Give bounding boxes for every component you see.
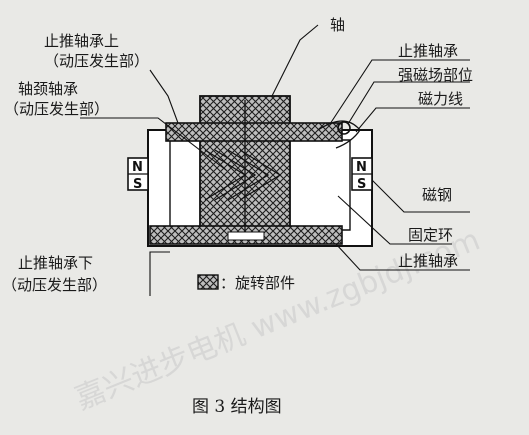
leader-flux-line bbox=[355, 107, 470, 133]
label-strong-field: 强磁场部位 bbox=[398, 66, 473, 84]
leader-thrust-upper bbox=[149, 69, 179, 124]
strong-field-mark bbox=[337, 121, 351, 135]
left-magnet-n: N bbox=[132, 160, 143, 175]
figure-caption: 图 3 结构图 bbox=[192, 397, 282, 417]
label-shaft: 轴 bbox=[330, 16, 345, 34]
label-thrust-right-top: 止推轴承 bbox=[398, 42, 458, 60]
leader-thrust-right-bottom bbox=[335, 243, 470, 271]
label-thrust-lower-1: 止推轴承下 bbox=[18, 254, 93, 272]
left-magnet-s: S bbox=[133, 177, 142, 192]
label-journal-1: 轴颈轴承 bbox=[18, 80, 78, 98]
leader-thrust-right-top bbox=[329, 59, 470, 125]
label-thrust-upper-1: 止推轴承上 bbox=[44, 32, 119, 50]
label-thrust-upper-2: （动压发生部） bbox=[44, 52, 149, 70]
label-magnet-steel: 磁钢 bbox=[422, 186, 452, 204]
legend-swatch bbox=[197, 274, 219, 290]
leader-fixed-ring bbox=[337, 195, 452, 245]
right-magnet-s: S bbox=[357, 177, 366, 192]
legend-label: ：旋转部件 bbox=[220, 274, 295, 292]
label-fixed-ring: 固定环 bbox=[408, 226, 453, 244]
shaft-bottom-slot bbox=[227, 231, 265, 241]
label-thrust-right-bottom: 止推轴承 bbox=[398, 252, 458, 270]
flux-line-arc bbox=[317, 120, 361, 149]
leader-shaft bbox=[271, 24, 319, 97]
label-flux-line: 磁力线 bbox=[418, 90, 463, 108]
label-thrust-lower-2: （动压发生部） bbox=[2, 276, 107, 294]
leader-magnet-steel bbox=[371, 179, 470, 213]
leader-thrust-lower bbox=[149, 251, 170, 296]
right-magnet-n: N bbox=[356, 160, 367, 175]
leader-strong-field bbox=[347, 81, 470, 125]
upper-thrust-flange bbox=[165, 122, 343, 142]
leader-journal bbox=[80, 117, 227, 171]
label-journal-2: （动压发生部） bbox=[4, 100, 109, 118]
